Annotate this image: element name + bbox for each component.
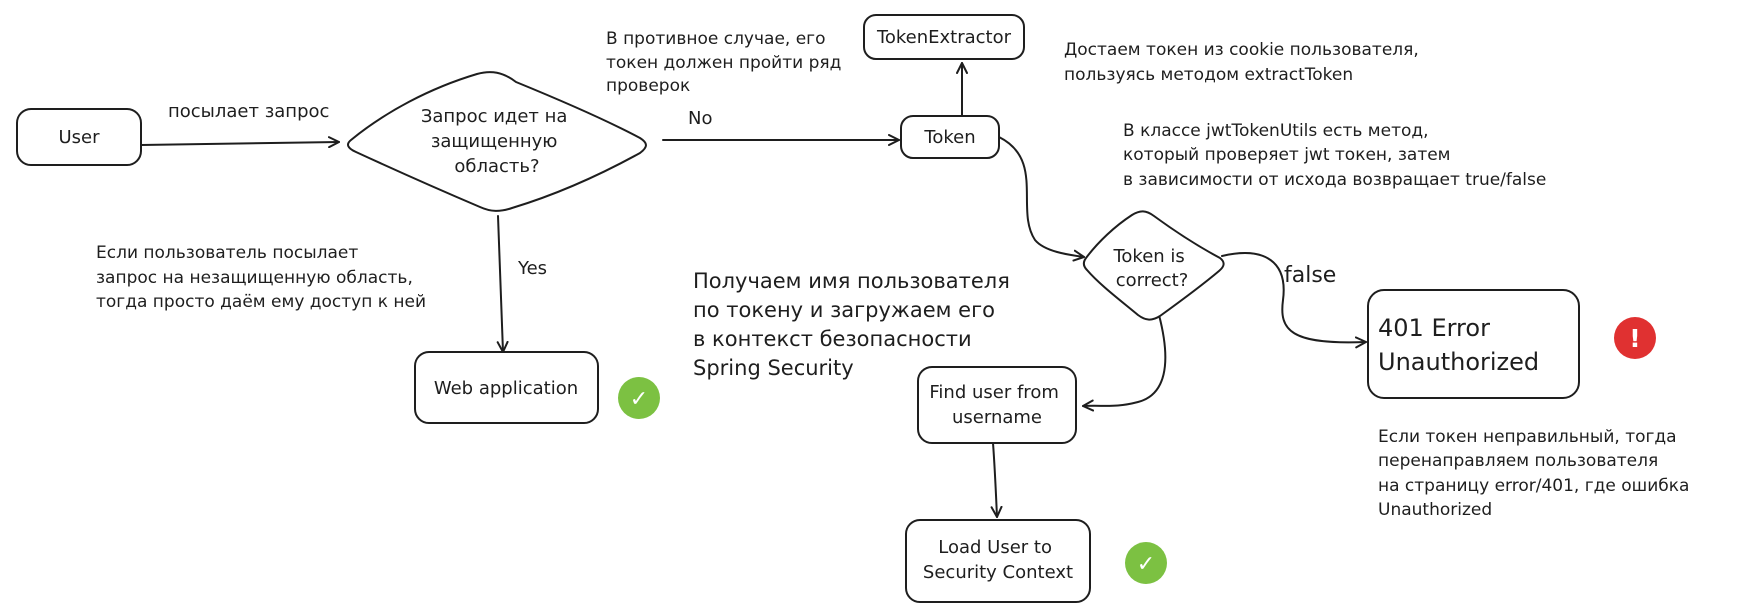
load-user-label: Load User to Security Context xyxy=(923,537,1073,583)
node-token: Token xyxy=(900,115,1000,159)
check-circle-icon-disc xyxy=(618,377,660,419)
check-circle-icon-disc xyxy=(1125,542,1167,584)
edge-token-to-check xyxy=(998,136,1085,262)
decision-label: Запрос идет на защищенную область? xyxy=(421,106,573,177)
node-error-401: 401 Error Unauthorized xyxy=(1367,289,1580,399)
decision-label-line: Запрос идет на xyxy=(421,106,568,127)
note-load-context-line: Spring Security xyxy=(693,356,854,380)
check-circle-icon-glyph: ✓ xyxy=(630,387,648,412)
decision-diamond xyxy=(347,71,647,212)
note-invalid-token-line: Unauthorized xyxy=(1378,500,1492,520)
note-otherwise-line: В противное случае, его xyxy=(606,29,826,49)
exclamation-circle-icon-glyph: ! xyxy=(1629,324,1640,353)
load-user-label-line: Load User to xyxy=(938,537,1052,558)
note-unprotected-area: Если пользователь посылает запрос на нез… xyxy=(96,243,426,312)
token-label: Token xyxy=(923,127,975,148)
note-extract-token-line: Достаем токен из cookie пользователя, xyxy=(1064,40,1419,60)
edge-user-to-decision xyxy=(140,136,340,149)
node-token-extractor: TokenExtractor xyxy=(863,14,1025,60)
edge-find-user-to-load-user xyxy=(990,442,1003,518)
note-extract-token: Достаем токен из cookie пользователя, по… xyxy=(1064,40,1424,85)
load-user-box xyxy=(905,519,1091,603)
note-otherwise-line: токен должен пройти ряд xyxy=(606,53,841,73)
edge-decision-to-webapp xyxy=(496,215,509,353)
token-check-diamond xyxy=(1082,210,1225,321)
check-circle-icon-glyph: ✓ xyxy=(1137,552,1155,577)
note-jwt-token-utils: В классе jwtTokenUtils есть метод, котор… xyxy=(1123,121,1546,190)
decision-label-line: область? xyxy=(454,156,539,177)
edges xyxy=(140,62,1367,518)
error-401-label: 401 Error Unauthorized xyxy=(1378,314,1539,376)
token-extractor-label: TokenExtractor xyxy=(876,27,1012,48)
note-invalid-token-line: Если токен неправильный, тогда xyxy=(1378,427,1677,447)
find-user-label-line: username xyxy=(952,407,1042,428)
note-load-context: Получаем имя пользователя по токену и за… xyxy=(693,269,1017,380)
node-decision-protected-area: Запрос идет на защищенную область? xyxy=(347,71,647,212)
token-check-label-line: Token is xyxy=(1112,246,1184,267)
note-otherwise-line: проверок xyxy=(606,76,690,96)
edge-label-sends-request: посылает запрос xyxy=(168,101,329,122)
web-application-box xyxy=(414,351,599,424)
note-extract-token-line: пользуясь методом extractToken xyxy=(1064,65,1353,85)
note-load-context-line: в контекст безопасности xyxy=(693,327,972,351)
load-user-label-line: Security Context xyxy=(923,562,1073,583)
token-box xyxy=(900,115,1000,159)
token-check-label-line: correct? xyxy=(1116,270,1189,291)
node-user: User xyxy=(16,108,142,166)
edge-label-yes: Yes xyxy=(517,258,547,279)
edge-label-no: No xyxy=(688,108,712,129)
node-token-check: Token is correct? xyxy=(1082,210,1225,321)
note-unprotected-area-line: запрос на незащищенную область, xyxy=(96,268,413,288)
decision-label-line: защищенную xyxy=(431,131,558,152)
note-jwt-token-utils-line: который проверяет jwt токен, затем xyxy=(1123,145,1451,165)
error-401-label-line: Unauthorized xyxy=(1378,348,1539,376)
note-jwt-token-utils-line: в зависимости от исхода возвращает true/… xyxy=(1123,170,1546,190)
token-extractor-box xyxy=(863,14,1025,60)
note-invalid-token-line: на страницу error/401, где ошибка xyxy=(1378,476,1689,496)
node-load-user: Load User to Security Context xyxy=(905,519,1091,603)
find-user-label-line: Find user from xyxy=(929,382,1058,403)
edge-label-false: false xyxy=(1284,263,1336,288)
error-401-box xyxy=(1367,289,1580,399)
note-load-context-line: Получаем имя пользователя xyxy=(693,269,1010,293)
note-load-context-line: по токену и загружаем его xyxy=(693,298,995,322)
edge-check-to-find-user xyxy=(1082,314,1167,412)
note-unprotected-area-line: тогда просто даём ему доступ к ней xyxy=(96,292,426,312)
node-web-application: Web application xyxy=(414,351,599,424)
user-box xyxy=(16,108,142,166)
user-label: User xyxy=(58,127,100,148)
check-circle-icon: ✓ xyxy=(1125,542,1167,584)
web-application-label: Web application xyxy=(434,378,578,399)
exclamation-circle-icon: ! xyxy=(1614,317,1656,359)
exclamation-circle-icon-disc xyxy=(1614,317,1656,359)
note-jwt-token-utils-line: В классе jwtTokenUtils есть метод, xyxy=(1123,121,1429,141)
error-401-label-line: 401 Error xyxy=(1378,314,1490,342)
note-invalid-token-line: перенаправляем пользователя xyxy=(1378,451,1658,471)
note-invalid-token: Если токен неправильный, тогда перенапра… xyxy=(1378,427,1695,520)
edge-check-to-error xyxy=(1221,252,1367,349)
node-find-user: Find user from username xyxy=(917,366,1077,444)
find-user-box xyxy=(917,366,1077,444)
check-circle-icon: ✓ xyxy=(618,377,660,419)
token-check-label: Token is correct? xyxy=(1112,246,1190,291)
find-user-label: Find user from username xyxy=(929,382,1064,428)
note-unprotected-area-line: Если пользователь посылает xyxy=(96,243,358,263)
note-otherwise: В противное случае, его токен должен про… xyxy=(606,29,847,96)
